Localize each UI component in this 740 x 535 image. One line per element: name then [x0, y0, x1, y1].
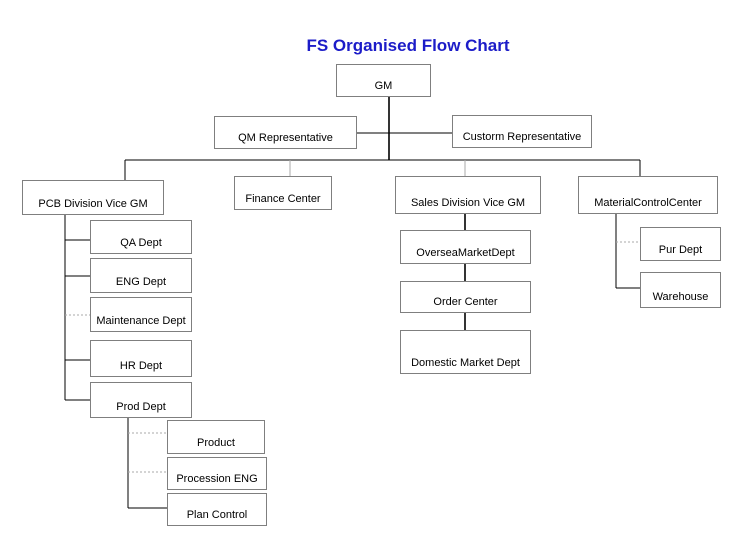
node-hr-dept: HR Dept [90, 340, 192, 377]
node-pur-dept: Pur Dept [640, 227, 721, 261]
node-product: Product [167, 420, 265, 454]
node-sales-division-vice-gm-label: Sales Division Vice GM [410, 197, 526, 209]
node-custorm-representative: Custorm Representative [452, 115, 592, 148]
node-eng-dept: ENG Dept [90, 258, 192, 293]
node-domestic-market-dept: Domestic Market Dept [400, 330, 531, 374]
node-oversea-market-dept: OverseaMarketDept [400, 230, 531, 264]
node-finance-center: Finance Center [234, 176, 332, 210]
node-eng-dept-label: ENG Dept [115, 276, 167, 288]
node-material-control-center-label: MaterialControlCenter [594, 197, 702, 209]
node-qm-representative: QM Representative [214, 116, 357, 149]
node-plan-control: Plan Control [167, 493, 267, 526]
node-order-center: Order Center [400, 281, 531, 313]
node-sales-division-vice-gm: Sales Division Vice GM [395, 176, 541, 214]
node-qm-representative-label: QM Representative [238, 132, 333, 144]
node-prod-dept: Prod Dept [90, 382, 192, 418]
node-maintenance-dept: Maintenance Dept [90, 297, 192, 332]
node-gm: GM [336, 64, 431, 97]
node-oversea-market-dept-label: OverseaMarketDept [416, 247, 515, 259]
node-plan-control-label: Plan Control [186, 509, 248, 521]
node-finance-center-label: Finance Center [245, 193, 321, 205]
node-custorm-representative-label: Custorm Representative [462, 131, 582, 143]
node-pur-dept-label: Pur Dept [658, 244, 703, 256]
node-material-control-center: MaterialControlCenter [578, 176, 718, 214]
node-warehouse-label: Warehouse [652, 291, 709, 303]
node-maintenance-dept-label: Maintenance Dept [96, 315, 186, 327]
node-gm-label: GM [374, 80, 393, 92]
node-order-center-label: Order Center [433, 296, 498, 308]
chart-title: FS Organised Flow Chart [306, 36, 510, 55]
node-qa-dept: QA Dept [90, 220, 192, 254]
node-hr-dept-label: HR Dept [119, 360, 163, 372]
node-prod-dept-label: Prod Dept [116, 401, 166, 413]
node-pcb-division-vice-gm: PCB Division Vice GM [22, 180, 164, 215]
node-qa-dept-label: QA Dept [120, 237, 162, 249]
node-warehouse: Warehouse [640, 272, 721, 308]
node-product-label: Product [197, 437, 235, 449]
node-procession-eng: Procession ENG [167, 457, 267, 490]
node-procession-eng-label: Procession ENG [176, 473, 258, 485]
node-domestic-market-dept-label: Domestic Market Dept [411, 357, 520, 369]
node-pcb-division-vice-gm-label: PCB Division Vice GM [38, 198, 148, 210]
